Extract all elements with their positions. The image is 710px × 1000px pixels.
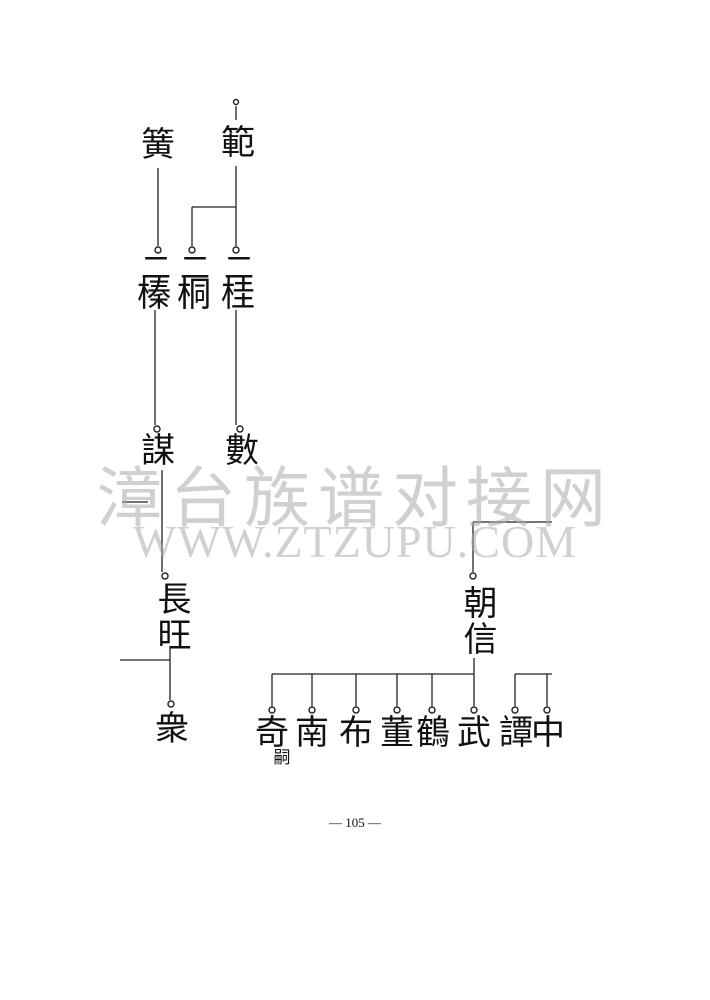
name-mou: 謀 [141,431,175,471]
name-huang: 簧 [141,125,175,165]
name-gui: 桂 [221,275,255,315]
generation-mark-zhen: 二 [141,251,171,286]
name-zhen: 榛 [137,275,171,315]
name-chaoxin: 朝信 [457,585,497,657]
name-qi-note: 嗣 [273,748,291,768]
name-tan: 譚 [499,713,533,753]
name-fan: 範 [221,123,255,163]
name-changwang: 長旺 [151,581,191,653]
name-zhong2: 中 [531,713,565,753]
name-wu: 武 [457,713,491,753]
name-shu: 數 [225,431,259,471]
generation-mark-gui: 二 [224,251,254,286]
name-he: 鶴 [416,713,450,753]
page-number: — 105 — [329,815,381,830]
name-tong: 桐 [177,275,211,315]
name-nan: 南 [295,713,329,753]
name-bu: 布 [339,713,373,753]
name-zhong: 衆 [155,709,189,749]
generation-mark-tong: 二 [180,251,210,286]
name-qi: 奇 [255,713,289,753]
name-dong: 董 [380,713,414,753]
